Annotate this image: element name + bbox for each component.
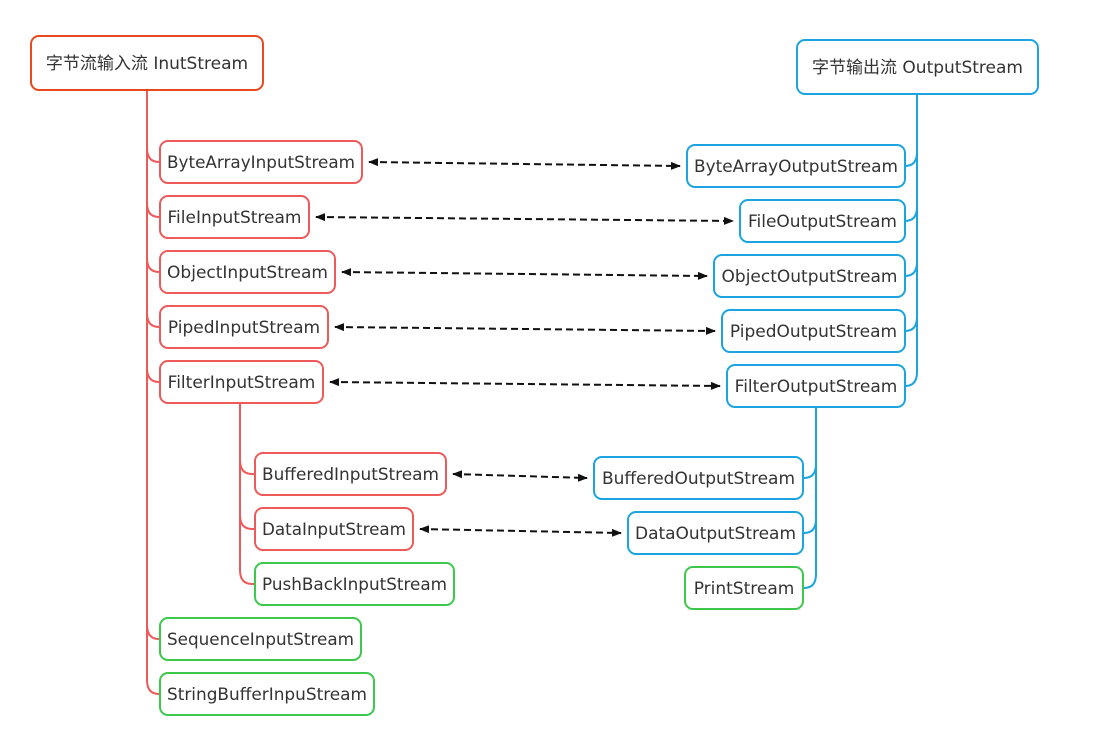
hierarchy-line-in-piped <box>146 90 160 328</box>
link-in-data-to-out-data <box>419 525 622 537</box>
node-label-in-buffered: BufferedInputStream <box>262 465 439 485</box>
node-in-stringbuffer: StringBufferInpuStream <box>159 672 375 716</box>
node-box-in-filter <box>159 360 324 404</box>
node-out-filter: FilterOutputStream <box>726 364 906 408</box>
link-in-object-to-out-object <box>341 268 708 280</box>
node-box-out-print <box>684 566 804 610</box>
hierarchy-line-in-buffered <box>239 403 255 475</box>
node-out-print: PrintStream <box>684 566 804 610</box>
hierarchy-line-in-data <box>239 403 255 530</box>
hierarchy-line-in-object <box>146 90 160 273</box>
hierarchy-line-in-stringbuffer <box>146 90 160 695</box>
node-label-out-bytearray: ByteArrayOutputStream <box>694 157 898 177</box>
node-box-in-sequence <box>159 617 362 661</box>
node-box-out-piped <box>721 309 906 353</box>
node-in-pushback: PushBackInputStream <box>254 562 455 606</box>
node-box-out-file <box>739 199 906 243</box>
hierarchy-line-out-buffered <box>803 407 817 479</box>
node-label-input_root: 字节流输入流 InutStream <box>46 54 248 74</box>
hierarchy-line-out-print <box>803 407 817 589</box>
node-label-in-stringbuffer: StringBufferInpuStream <box>167 685 367 705</box>
node-in-piped: PipedInputStream <box>159 305 329 349</box>
node-box-in-pushback <box>254 562 455 606</box>
link-in-filter-to-out-filter <box>329 378 721 390</box>
node-label-output_root: 字节输出流 OutputStream <box>812 58 1023 78</box>
node-box-in-object <box>159 250 336 294</box>
node-box-in-file <box>159 195 310 239</box>
hierarchy-line-out-filter <box>904 94 918 387</box>
node-out-piped: PipedOutputStream <box>721 309 906 353</box>
node-label-out-buffered: BufferedOutputStream <box>602 469 795 489</box>
node-in-buffered: BufferedInputStream <box>254 452 447 496</box>
node-label-in-pushback: PushBackInputStream <box>262 575 447 595</box>
node-box-in-buffered <box>254 452 447 496</box>
hierarchy-connectors <box>146 90 918 695</box>
node-label-out-piped: PipedOutputStream <box>730 322 897 342</box>
node-out-object: ObjectOutputStream <box>713 254 906 298</box>
hierarchy-line-in-sequence <box>146 90 160 640</box>
node-label-out-data: DataOutputStream <box>635 524 796 544</box>
node-box-in-bytearray <box>159 140 363 184</box>
node-out-data: DataOutputStream <box>627 511 804 555</box>
node-box-out-data <box>627 511 804 555</box>
link-in-piped-to-out-piped <box>334 323 716 335</box>
hierarchy-line-out-bytearray <box>904 94 918 167</box>
node-label-in-sequence: SequenceInputStream <box>167 630 354 650</box>
node-layer: 字节流输入流 InutStream 字节输出流 OutputStreamByteA… <box>30 35 1039 716</box>
node-in-object: ObjectInputStream <box>159 250 336 294</box>
node-out-file: FileOutputStream <box>739 199 906 243</box>
pair-connectors <box>315 158 734 537</box>
node-label-out-print: PrintStream <box>694 579 795 599</box>
node-in-bytearray: ByteArrayInputStream <box>159 140 363 184</box>
node-label-out-object: ObjectOutputStream <box>722 267 898 287</box>
node-box-input_root <box>30 35 264 91</box>
node-label-in-piped: PipedInputStream <box>168 318 320 338</box>
hierarchy-line-out-object <box>904 94 918 277</box>
node-out-bytearray: ByteArrayOutputStream <box>686 144 906 188</box>
node-box-in-data <box>254 507 414 551</box>
node-box-out-filter <box>726 364 906 408</box>
node-in-data: DataInputStream <box>254 507 414 551</box>
node-in-sequence: SequenceInputStream <box>159 617 362 661</box>
node-label-out-filter: FilterOutputStream <box>735 377 898 397</box>
link-in-buffered-to-out-buffered <box>452 470 588 482</box>
node-in-file: FileInputStream <box>159 195 310 239</box>
node-output_root: 字节输出流 OutputStream <box>796 39 1039 95</box>
hierarchy-line-out-data <box>803 407 817 534</box>
hierarchy-line-in-pushback <box>239 403 255 585</box>
node-box-output_root <box>796 39 1039 95</box>
link-in-file-to-out-file <box>315 213 734 225</box>
node-box-out-object <box>713 254 906 298</box>
hierarchy-line-out-file <box>904 94 918 222</box>
node-in-filter: FilterInputStream <box>159 360 324 404</box>
node-out-buffered: BufferedOutputStream <box>593 456 804 500</box>
node-label-out-file: FileOutputStream <box>748 212 897 232</box>
hierarchy-line-in-filter <box>146 90 160 383</box>
node-box-out-bytearray <box>686 144 906 188</box>
link-in-bytearray-to-out-bytearray <box>368 158 681 170</box>
node-label-in-file: FileInputStream <box>168 208 302 228</box>
node-box-out-buffered <box>593 456 804 500</box>
hierarchy-line-out-piped <box>904 94 918 332</box>
node-label-in-bytearray: ByteArrayInputStream <box>167 153 355 173</box>
node-label-in-filter: FilterInputStream <box>168 373 316 393</box>
node-label-in-data: DataInputStream <box>262 520 406 540</box>
hierarchy-line-in-file <box>146 90 160 218</box>
node-box-in-piped <box>159 305 329 349</box>
node-input_root: 字节流输入流 InutStream <box>30 35 264 91</box>
node-label-in-object: ObjectInputStream <box>167 263 328 283</box>
hierarchy-line-in-bytearray <box>146 90 160 163</box>
node-box-in-stringbuffer <box>159 672 375 716</box>
